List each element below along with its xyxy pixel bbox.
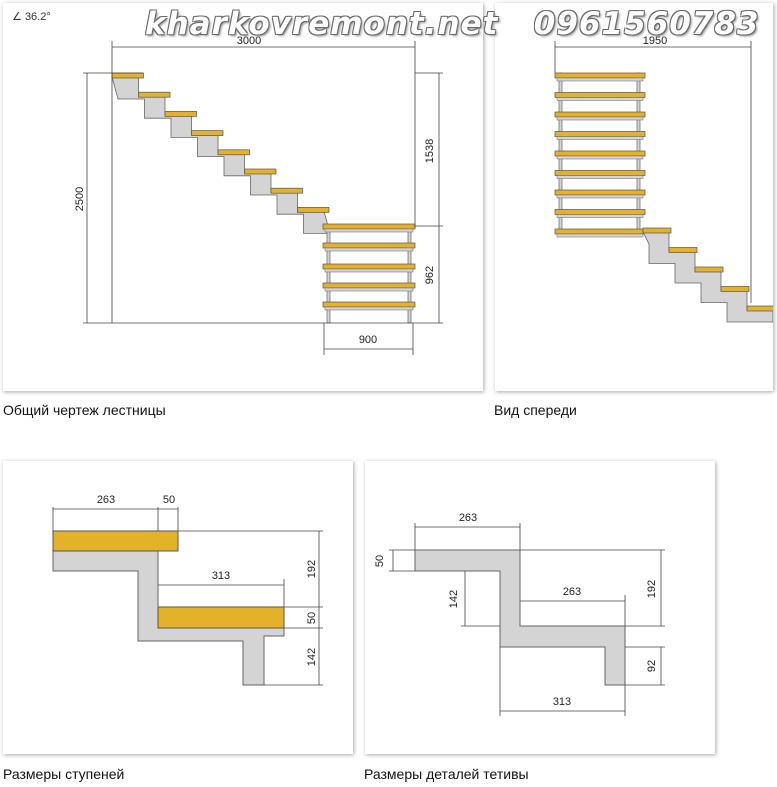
front-rail	[556, 155, 644, 160]
front-tread	[554, 150, 646, 157]
dim-part-run: 313	[553, 696, 571, 708]
flight-tread	[270, 187, 303, 194]
step-sizes-panel: 263 50 313 192 50 142	[3, 461, 353, 754]
tread-lower	[157, 606, 285, 629]
angle-value: 36.2°	[24, 11, 51, 23]
front-tread	[554, 228, 646, 235]
front-flight-tread	[668, 247, 698, 253]
watermark-phone: 0961560783	[533, 6, 760, 42]
flight-tread	[164, 111, 197, 117]
front-tread	[554, 72, 646, 79]
landing-rail	[324, 247, 414, 252]
upper-flight	[111, 72, 331, 234]
angle-icon: ∠	[12, 11, 22, 23]
landing-tread	[322, 242, 416, 249]
general-drawing-panel: 3000 2500 1538 962 900	[3, 3, 483, 391]
flight-tread	[297, 207, 330, 213]
dim-landing: 900	[359, 334, 377, 346]
landing-tread	[322, 263, 416, 270]
caption-front: Вид спереди	[494, 402, 577, 418]
dim-front-width: 1950	[643, 35, 667, 47]
dim-upper-rise: 1538	[424, 139, 436, 163]
dim-rise: 192	[306, 560, 318, 578]
dimension-lines	[83, 41, 443, 355]
landing-rail	[324, 268, 414, 273]
front-rail	[556, 77, 644, 82]
front-flight-tread	[746, 305, 776, 312]
watermark: kharkovremont.net 0961560783	[145, 6, 760, 42]
front-flight-tread	[720, 286, 750, 292]
front-rail	[556, 175, 644, 179]
front-tread	[554, 92, 646, 98]
landing-tread	[322, 282, 416, 289]
general-drawing: 3000 2500 1538 962 900	[74, 35, 443, 355]
caption-step-sizes: Размеры ступеней	[3, 766, 125, 782]
dim-part-thickness: 50	[374, 555, 386, 567]
angle-indicator: ∠ 36.2°	[12, 10, 51, 23]
front-flight-tread	[694, 266, 724, 273]
dim-run: 313	[212, 570, 230, 582]
front-rail	[556, 136, 644, 140]
front-flight-tread	[642, 227, 672, 234]
front-tread	[554, 209, 646, 215]
landing-tread	[322, 223, 416, 230]
caption-stringer-sizes: Размеры деталей тетивы	[364, 766, 529, 782]
dim-thickness: 50	[306, 612, 318, 624]
landing-tread	[322, 301, 416, 308]
flight-tread	[217, 149, 250, 156]
landing-frame	[322, 223, 416, 324]
front-view-panel: 1950	[495, 3, 776, 391]
front-view: 1950	[554, 35, 776, 323]
dim-part-rise: 192	[646, 580, 658, 598]
front-rail	[556, 194, 644, 199]
dim-height: 2500	[74, 187, 86, 211]
stringer-sizes-panel: 263 50 142 263 192 92 313	[365, 461, 715, 754]
front-rail	[556, 97, 644, 101]
dim-width: 3000	[237, 35, 261, 47]
caption-general: Общий чертеж лестницы	[3, 402, 166, 418]
flight-tread	[138, 91, 171, 98]
front-tread	[554, 111, 646, 118]
dim-top: 263	[459, 512, 477, 524]
landing-rail	[324, 306, 414, 311]
front-tread	[554, 189, 646, 196]
front-tread	[554, 131, 646, 137]
dim-nosing: 50	[163, 494, 175, 506]
landing-rail	[324, 228, 414, 233]
watermark-site: kharkovremont.net	[145, 6, 499, 42]
dim-stringer-rise: 142	[306, 648, 318, 666]
tread-upper	[52, 530, 179, 552]
stringer-sizes-drawing: 263 50 142 263 192 92 313	[374, 512, 665, 716]
front-rail	[556, 116, 644, 121]
dim-tread: 263	[97, 494, 115, 506]
stringer-part	[414, 549, 626, 686]
front-dimension-lines	[554, 41, 752, 303]
dim-bottom-rise: 92	[646, 660, 658, 672]
front-tread	[554, 170, 646, 176]
flight-tread	[191, 130, 224, 136]
dim-inner-run: 263	[563, 586, 581, 598]
flight-tread	[111, 72, 144, 79]
flight-tread	[244, 168, 277, 175]
front-rail	[556, 233, 644, 238]
stringer-dimension-lines	[389, 523, 665, 716]
dim-inner-rise: 142	[448, 590, 460, 608]
dim-lower-rise: 962	[424, 266, 436, 284]
step-dimension-lines	[52, 507, 323, 686]
front-stair	[554, 72, 776, 323]
step-sizes-drawing: 263 50 313 192 50 142	[52, 494, 323, 686]
front-rail	[556, 214, 644, 218]
landing-rail	[324, 287, 414, 292]
